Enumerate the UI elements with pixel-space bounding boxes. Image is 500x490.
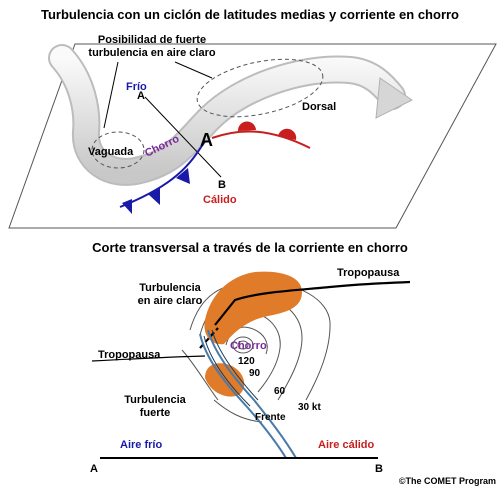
jet-core-ring-2 xyxy=(237,340,249,350)
tropopause-left-line xyxy=(91,355,206,362)
cat-turbulence-blob xyxy=(204,271,302,345)
section-point-a: A xyxy=(137,90,145,102)
isotach-left-2 xyxy=(213,399,263,423)
warm-front-line xyxy=(211,130,311,149)
section-line-ab xyxy=(144,96,222,178)
top-title: Turbulencia con un ciclón de latitudes m… xyxy=(41,7,459,22)
warm-air-label: Aire cálido xyxy=(318,439,375,451)
bottom-jet-label: Chorro xyxy=(230,340,267,352)
strong-turbulence-line2: fuerte xyxy=(140,407,171,419)
trough-label: Vaguada xyxy=(88,146,134,158)
isotach-left-1 xyxy=(181,349,219,401)
jet-stream-band xyxy=(50,46,404,184)
warm-label: Cálido xyxy=(203,194,237,206)
front-band-lower xyxy=(199,333,287,459)
low-center-label: A xyxy=(200,130,213,150)
isotach-label-90: 90 xyxy=(249,368,261,379)
jet-arrow-head xyxy=(375,77,413,119)
cat-label-line1-bottom: Turbulencia xyxy=(139,282,201,294)
axis-label-a: A xyxy=(90,463,98,475)
cold-front-line xyxy=(119,140,206,208)
isotach-label-30: 30 kt xyxy=(298,402,321,413)
ridge-label: Dorsal xyxy=(302,101,336,113)
bottom-title: Corte transversal a través de la corrien… xyxy=(92,240,408,255)
front-band-inner-2 xyxy=(203,335,251,407)
tropopause-left-label: Tropopausa xyxy=(98,349,161,361)
isotach-label-60: 60 xyxy=(274,386,286,397)
front-band-inner-1 xyxy=(211,329,259,401)
cat-label-line2: turbulencia en aire claro xyxy=(88,47,215,59)
cold-front-triangle-3 xyxy=(122,199,132,214)
cat-label-line1: Posibilidad de fuerte xyxy=(98,34,206,46)
warm-front-bump-1 xyxy=(237,121,256,131)
cat-pointer-line-1 xyxy=(103,61,119,129)
axis-label-b: B xyxy=(375,463,383,475)
tropopause-right-line xyxy=(214,280,411,326)
cat-pointer-line-2 xyxy=(174,61,213,79)
warm-front-bump-2 xyxy=(278,128,297,140)
cold-front-triangle-2 xyxy=(148,188,160,205)
trough-turbulence-oval xyxy=(91,131,145,169)
isotach-label-120: 120 xyxy=(238,356,255,367)
section-point-b: B xyxy=(218,179,226,191)
front-label: Frente xyxy=(255,412,286,423)
cold-label: Frío xyxy=(126,81,147,93)
copyright-credit: ©The COMET Program xyxy=(399,476,496,486)
cold-front-triangle-1 xyxy=(176,168,190,184)
cat-label-line2-bottom: en aire claro xyxy=(138,295,203,307)
strong-turbulence-line1: Turbulencia xyxy=(124,394,186,406)
ridge-turbulence-oval xyxy=(196,58,324,118)
isotach-30 xyxy=(189,281,331,401)
jet-core-ring-1 xyxy=(232,336,254,354)
tropopause-right-label: Tropopausa xyxy=(337,267,400,279)
front-band-upper xyxy=(207,329,297,459)
cold-air-label: Aire frío xyxy=(120,439,162,451)
